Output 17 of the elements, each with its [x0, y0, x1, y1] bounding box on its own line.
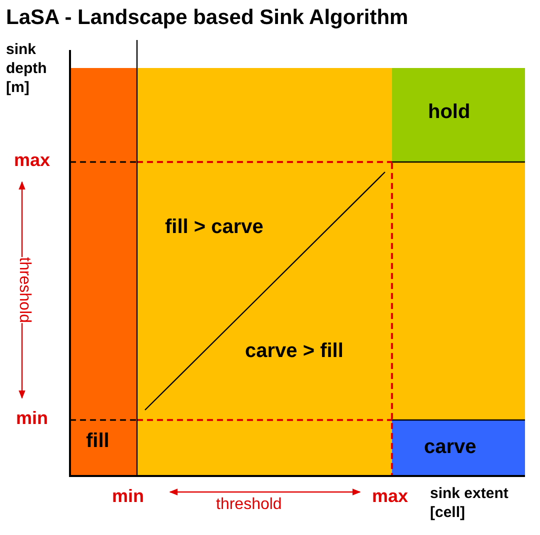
tick-label: min	[112, 486, 144, 507]
region-label: carve > fill	[245, 340, 344, 363]
axis-label: sink extent [cell]	[430, 484, 510, 522]
chart-title: LaSA - Landscape based Sink Algorithm	[6, 6, 408, 30]
carve-region	[392, 420, 525, 475]
region-label: hold	[428, 101, 470, 124]
tick-label: max	[14, 150, 50, 171]
tick-label: max	[372, 486, 408, 507]
axis-label: sink depth [m]	[6, 40, 48, 97]
fill-region	[70, 68, 137, 475]
region-label: carve	[424, 436, 476, 459]
region-label: fill > carve	[165, 216, 264, 239]
tick-label: min	[16, 408, 48, 429]
hold-region	[392, 68, 525, 162]
mixed-region	[137, 68, 392, 475]
region-label: fill	[86, 430, 110, 453]
dimension-label: threshold	[216, 496, 282, 514]
